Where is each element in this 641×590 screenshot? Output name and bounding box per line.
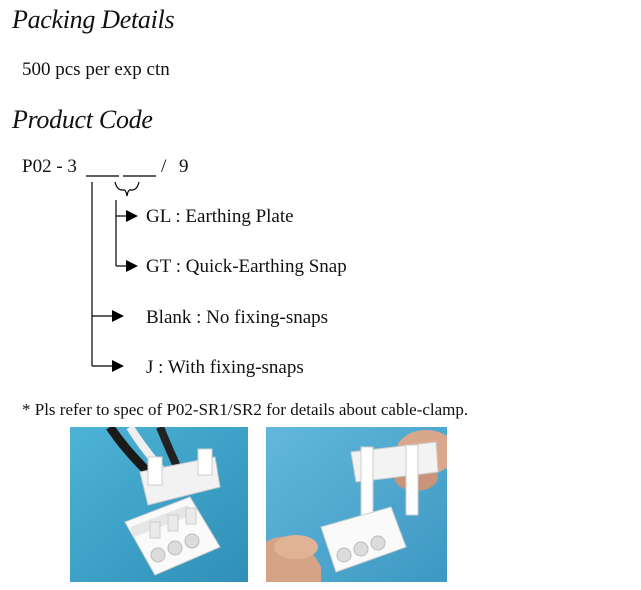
cable-clamp-note: * Pls refer to spec of P02-SR1/SR2 for d…: [22, 400, 469, 419]
j-arrow-icon: [112, 360, 124, 372]
option-gt-label: GT : Quick-Earthing Snap: [146, 256, 347, 277]
connector-with-cable-clamp-photo: [70, 427, 248, 582]
option-brace: [114, 181, 140, 197]
gl-arrow-icon: [126, 210, 138, 222]
packing-details-text: 500 pcs per exp ctn: [22, 59, 170, 80]
hand-holding-clamp-photo: [266, 427, 447, 582]
option-blank-label: Blank : No fixing-snaps: [146, 307, 329, 328]
product-code-suffix: 9: [179, 156, 189, 177]
gt-arrow-icon: [126, 260, 138, 272]
product-code-separator: /: [161, 156, 167, 177]
product-code-prefix: P02 - 3: [22, 156, 77, 177]
product-code-heading: Product Code: [12, 105, 153, 134]
packing-details-heading: Packing Details: [12, 5, 175, 34]
option-gl-label: GL : Earthing Plate: [146, 206, 294, 227]
blank-arrow-icon: [112, 310, 124, 322]
option-j-label: J : With fixing-snaps: [146, 357, 304, 378]
